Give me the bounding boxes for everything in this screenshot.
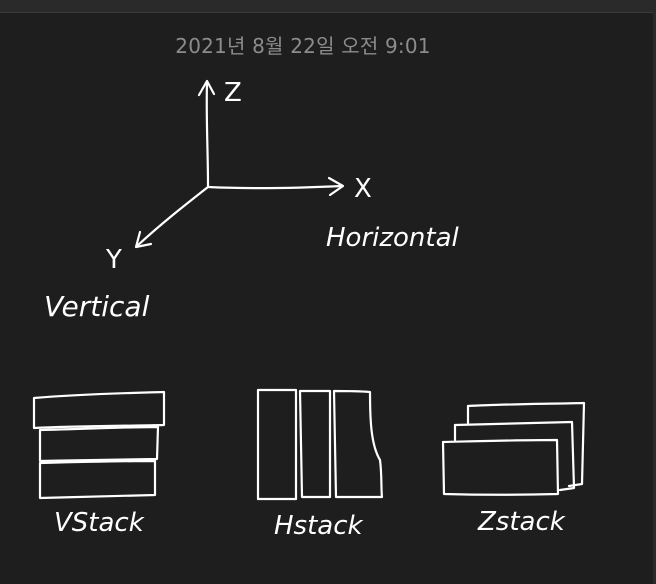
- y-axis-arrowhead: [134, 230, 153, 249]
- hstack-drawing: [256, 388, 384, 501]
- z-axis-label: Z: [224, 78, 242, 108]
- x-axis-arrowhead: [327, 176, 345, 197]
- hstack-label: Hstack: [274, 511, 364, 541]
- y-axis-line: [135, 185, 210, 248]
- vstack-label: VStack: [54, 508, 145, 538]
- zstack-drawing: [441, 401, 586, 496]
- x-axis-line: [206, 184, 344, 190]
- top-bar: [0, 0, 656, 13]
- z-axis-arrowhead: [197, 79, 216, 97]
- z-axis-line: [205, 80, 210, 188]
- vertical-caption: Vertical: [44, 290, 150, 323]
- scrollbar-track[interactable]: [653, 0, 656, 584]
- zstack-label: Zstack: [477, 507, 566, 537]
- vstack-drawing: [32, 390, 166, 500]
- note-timestamp: 2021년 8월 22일 오전 9:01: [175, 34, 431, 58]
- x-axis-label: X: [354, 174, 372, 204]
- y-axis-label: Y: [105, 245, 122, 275]
- horizontal-caption: Horizontal: [326, 223, 460, 253]
